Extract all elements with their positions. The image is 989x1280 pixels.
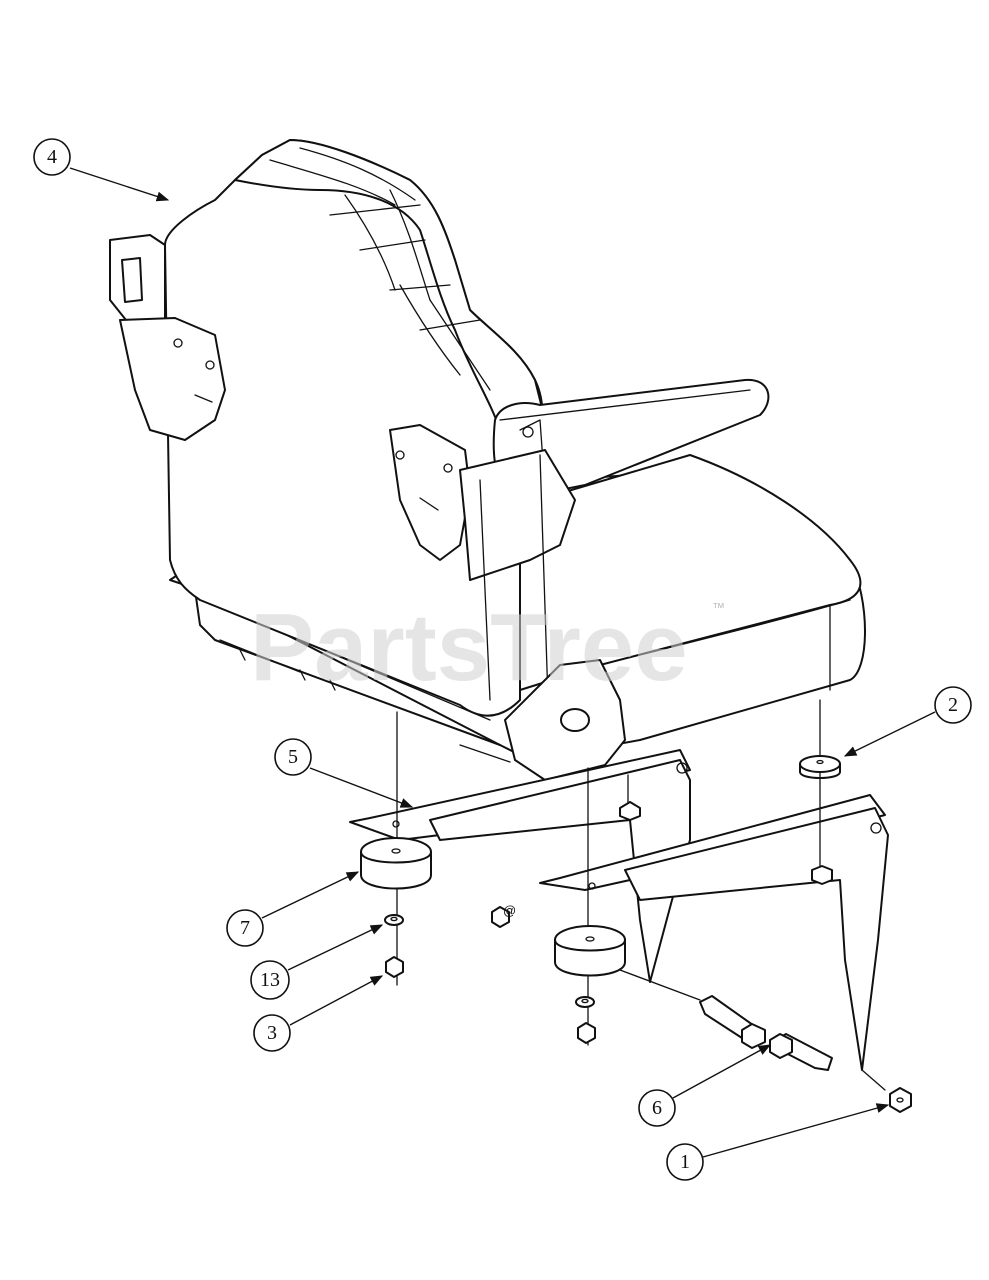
callout-5: 5: [274, 738, 414, 808]
callout-4: 4: [33, 138, 170, 202]
callout-1: 1: [666, 1103, 890, 1181]
svg-text:@: @: [503, 903, 516, 918]
spacer: [799, 755, 841, 779]
bolt-rear: [769, 1033, 833, 1071]
svg-text:5: 5: [288, 746, 298, 768]
callout-2: 2: [843, 686, 972, 757]
isolator-front: [360, 837, 432, 890]
bolt-front: [619, 969, 766, 1049]
svg-text:1: 1: [680, 1151, 690, 1173]
callout-7: 7: [226, 871, 360, 947]
svg-text:2: 2: [948, 694, 958, 716]
seat: [109, 139, 866, 781]
watermark-trademark: ™: [712, 600, 725, 615]
svg-text:7: 7: [240, 917, 250, 939]
svg-text:4: 4: [47, 146, 57, 168]
watermark: PartsTree: [250, 594, 688, 701]
svg-text:3: 3: [267, 1022, 277, 1044]
svg-text:13: 13: [260, 969, 280, 991]
svg-text:6: 6: [652, 1097, 662, 1119]
isolator-rear: [554, 925, 626, 977]
callout-3: 3: [253, 975, 384, 1052]
callout-6: 6: [638, 1044, 772, 1127]
callout-13: 13: [250, 924, 384, 1000]
